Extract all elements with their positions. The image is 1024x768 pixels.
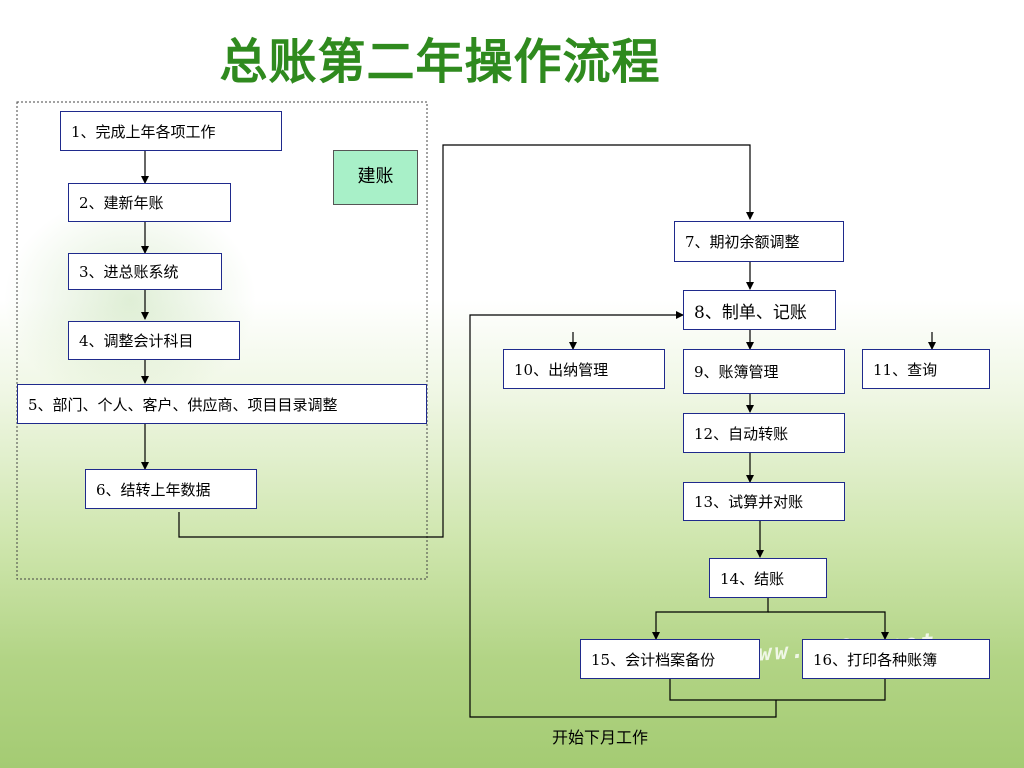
step-9-box: 9、账簿管理 xyxy=(683,349,845,394)
step-12-box: 12、自动转账 xyxy=(683,413,845,453)
step-13-box: 13、试算并对账 xyxy=(683,482,845,521)
step-10-box: 10、出纳管理 xyxy=(503,349,665,389)
setup-group-label: 建账 xyxy=(333,150,418,205)
step-7-box: 7、期初余额调整 xyxy=(674,221,844,262)
step-14-box: 14、结账 xyxy=(709,558,827,598)
arrow-6-7 xyxy=(178,144,754,538)
setup-group-frame xyxy=(16,101,428,580)
connector-15-down xyxy=(669,679,776,701)
loop-back-to-8 xyxy=(469,311,777,718)
step-1-box: 1、完成上年各项工作 xyxy=(60,111,282,151)
step-15-box: 15、会计档案备份 xyxy=(580,639,760,679)
arrow-14-16 xyxy=(768,611,889,640)
next-month-label: 开始下月工作 xyxy=(551,728,648,747)
step-6-box: 6、结转上年数据 xyxy=(85,469,257,509)
arrow-14-15 xyxy=(652,598,769,640)
step-4-box: 4、调整会计科目 xyxy=(68,321,240,360)
step-16-box: 16、打印各种账簿 xyxy=(802,639,990,679)
step-5-box: 5、部门、个人、客户、供应商、项目目录调整 xyxy=(17,384,427,424)
step-8-box: 8、制单、记账 xyxy=(683,290,836,330)
step-3-box: 3、进总账系统 xyxy=(68,253,222,290)
step-2-box: 2、建新年账 xyxy=(68,183,231,222)
page-title: 总账第二年操作流程 xyxy=(219,34,661,90)
step-11-box: 11、查询 xyxy=(862,349,990,389)
connector-16-down xyxy=(776,679,886,701)
